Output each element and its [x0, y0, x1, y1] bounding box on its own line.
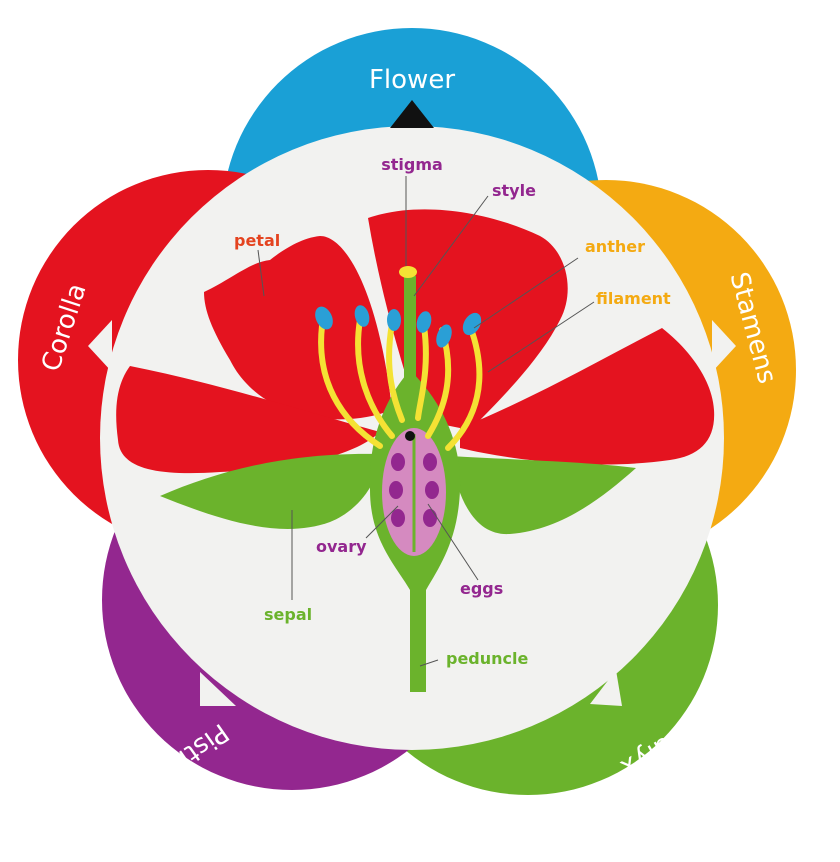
ovary-label: ovary: [316, 537, 367, 556]
sepal-label: sepal: [264, 605, 312, 624]
style-label: style: [492, 181, 536, 200]
anther-label: anther: [585, 237, 645, 256]
stigma-label: stigma: [381, 155, 443, 174]
ovule-dot: [405, 431, 415, 441]
eggs-label: eggs: [460, 579, 503, 598]
peduncle-label: peduncle: [446, 649, 529, 668]
style: [404, 276, 416, 392]
flower-section-label: Flower: [369, 65, 455, 95]
stigma: [399, 266, 417, 278]
petal-label: petal: [234, 231, 280, 250]
filament-label: filament: [596, 289, 671, 308]
